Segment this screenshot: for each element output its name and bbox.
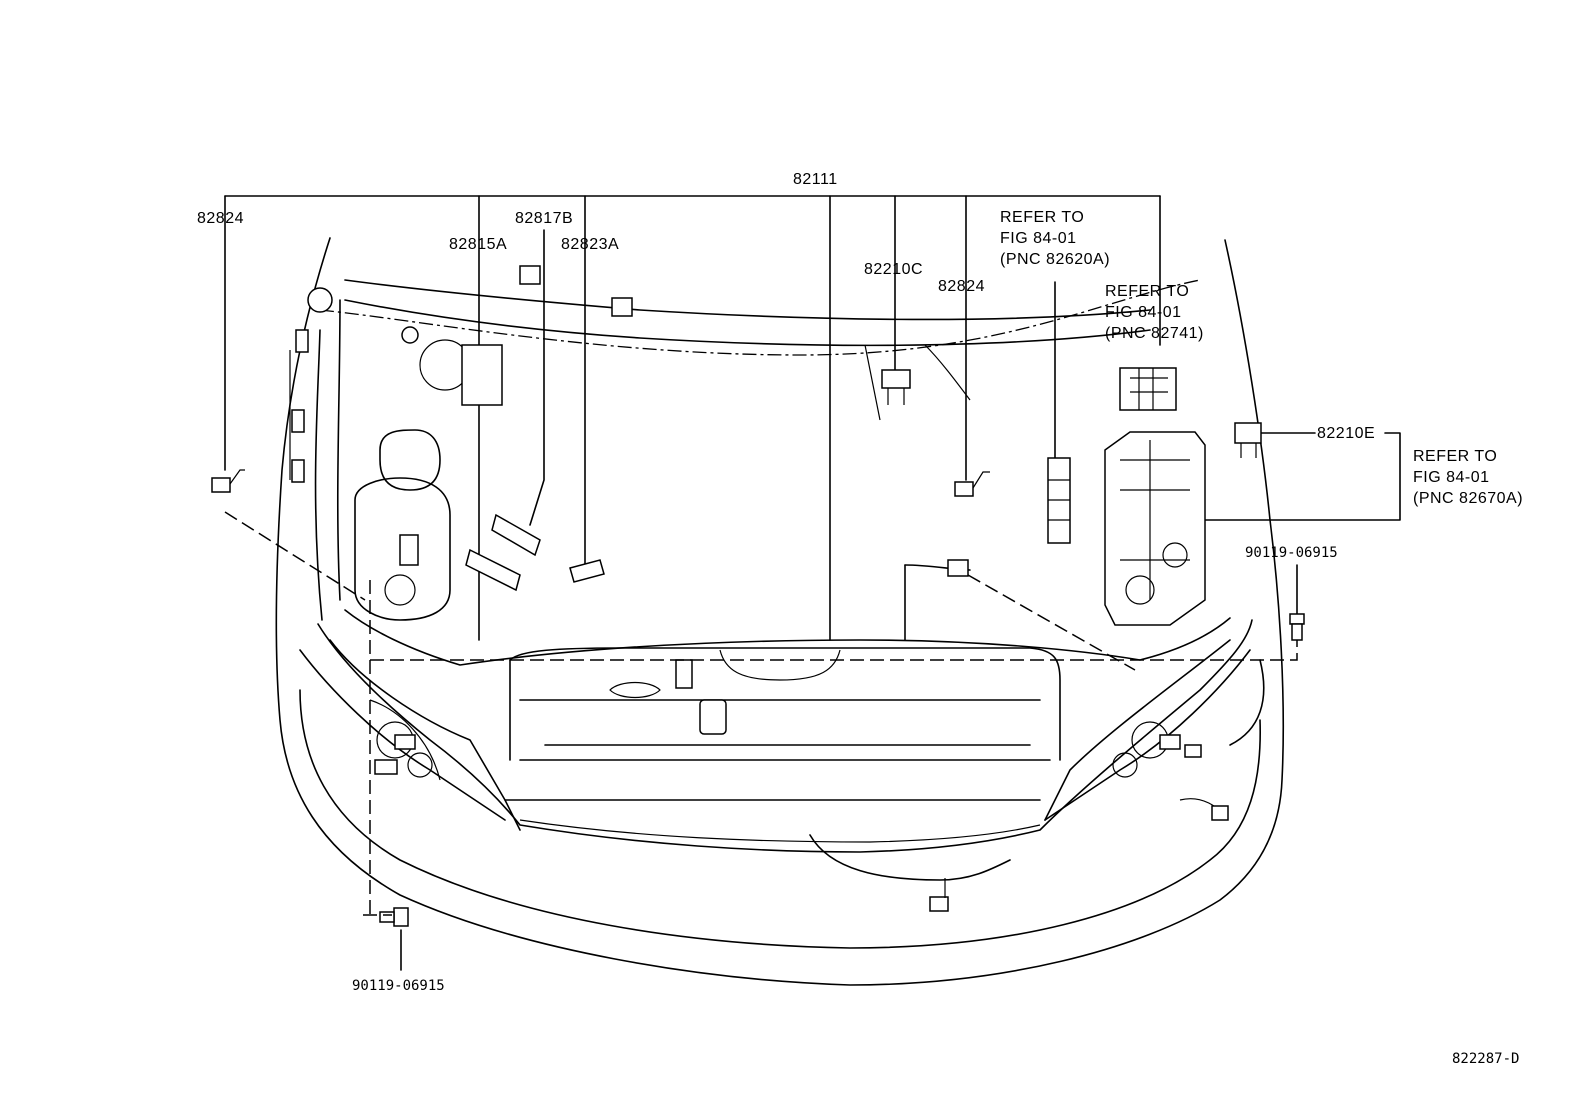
- label-82111: 82111: [793, 171, 838, 188]
- ref2-line3: (PNC 82741): [1105, 325, 1204, 342]
- ref1-line1: REFER TO: [1000, 209, 1085, 226]
- label-82210C: 82210C: [864, 261, 924, 278]
- label-82824-center: 82824: [938, 278, 985, 295]
- left-headlamp: [299, 649, 506, 821]
- harness-leader-bracket: [224, 195, 1161, 641]
- figure-code: 822287-D: [1452, 1051, 1520, 1067]
- label-82823A: 82823A: [561, 236, 620, 253]
- clamp-82823A: [569, 559, 605, 583]
- connector-block: [1047, 457, 1071, 544]
- label-bolt-right: 90119-06915: [1245, 545, 1338, 561]
- car-body-outline: [275, 237, 1285, 986]
- junction-block-82741: [1119, 367, 1177, 411]
- radiator-support: [509, 647, 1061, 761]
- ref3-line1: REFER TO: [1413, 448, 1498, 465]
- right-harness-wiring: [809, 559, 1265, 912]
- ref3-line3: (PNC 82670A): [1413, 490, 1524, 507]
- label-82210E: 82210E: [1317, 425, 1376, 442]
- ref1-line2: FIG 84-01: [1000, 230, 1077, 247]
- fuse-box-82670A: [1104, 431, 1206, 626]
- ref2-line1: REFER TO: [1105, 283, 1190, 300]
- label-82815A: 82815A: [449, 236, 508, 253]
- clip-82824-left: [211, 469, 245, 493]
- relay-82210E: [1234, 422, 1262, 458]
- install-dashed-lines: [224, 511, 1298, 918]
- ref3-line2: FIG 84-01: [1413, 469, 1490, 486]
- clip-82824-center: [954, 471, 990, 497]
- ref2-line2: FIG 84-01: [1105, 304, 1182, 321]
- label-82824-left: 82824: [197, 210, 244, 227]
- callout-leaders: [400, 229, 1401, 971]
- bolt-90119-right: [1289, 613, 1305, 641]
- label-82817B: 82817B: [515, 210, 574, 227]
- right-headlamp: [1044, 649, 1251, 821]
- bolt-90119-left: [379, 907, 409, 927]
- clamp-82815A: [465, 513, 541, 592]
- label-bolt-left: 90119-06915: [352, 978, 445, 994]
- relay-82210C: [864, 344, 971, 421]
- left-engine-components: [289, 265, 1201, 621]
- ref1-line3: (PNC 82620A): [1000, 251, 1111, 268]
